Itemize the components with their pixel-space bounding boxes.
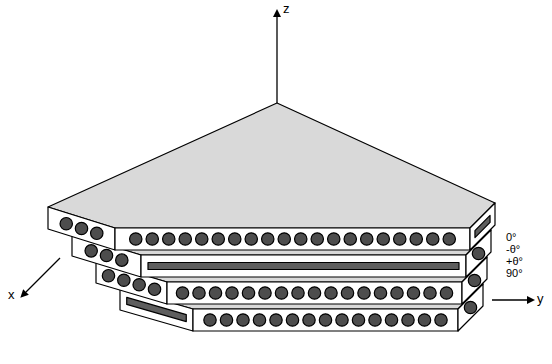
fiber-end bbox=[116, 254, 128, 266]
fiber-end bbox=[385, 314, 397, 326]
fiber-end bbox=[242, 287, 254, 299]
fiber-end bbox=[328, 233, 340, 245]
fiber-end bbox=[133, 279, 145, 291]
fiber-end bbox=[60, 218, 72, 230]
fiber-end bbox=[179, 233, 191, 245]
fiber-end bbox=[196, 233, 208, 245]
fiber-end bbox=[443, 233, 455, 245]
fiber-end bbox=[464, 301, 476, 313]
fiber-end bbox=[270, 314, 282, 326]
fiber-end bbox=[148, 283, 160, 295]
axis-label: y bbox=[537, 292, 544, 305]
fiber-end bbox=[75, 222, 87, 234]
ply-top-face bbox=[48, 103, 495, 228]
fiber-end bbox=[91, 227, 103, 239]
ply-front-face bbox=[193, 309, 458, 331]
fiber-end bbox=[303, 314, 315, 326]
fiber-end bbox=[319, 314, 331, 326]
arrow-head bbox=[527, 296, 535, 304]
ply-side-face bbox=[48, 207, 115, 250]
fiber-end bbox=[344, 233, 356, 245]
ply-angle-label: +θ° bbox=[506, 256, 523, 267]
fiber-end bbox=[245, 233, 257, 245]
fiber-end bbox=[308, 287, 320, 299]
z-axis bbox=[276, 17, 277, 103]
fiber-end bbox=[204, 314, 216, 326]
x-axis bbox=[26, 258, 60, 292]
fiber-end bbox=[377, 233, 389, 245]
fiber-end bbox=[262, 233, 274, 245]
axis-label: x bbox=[8, 288, 15, 301]
fiber-end bbox=[229, 233, 241, 245]
ply-angle-label: 0° bbox=[506, 232, 517, 243]
ply-angle-label: -θ° bbox=[506, 244, 520, 255]
fiber-end bbox=[193, 287, 205, 299]
fiber-end bbox=[286, 314, 298, 326]
fiber-end bbox=[424, 287, 436, 299]
fiber-end bbox=[278, 233, 290, 245]
fiber-end bbox=[341, 287, 353, 299]
axis-label: z bbox=[283, 2, 290, 15]
fiber-strip bbox=[148, 263, 459, 270]
arrow-head bbox=[20, 289, 28, 297]
fiber-end bbox=[325, 287, 337, 299]
fiber-end bbox=[336, 314, 348, 326]
fiber-end bbox=[440, 287, 452, 299]
fiber-end bbox=[391, 287, 403, 299]
fiber-end bbox=[100, 249, 112, 261]
fiber-end bbox=[118, 274, 130, 286]
fiber-end bbox=[311, 233, 323, 245]
fiber-end bbox=[237, 314, 249, 326]
fiber-end bbox=[259, 287, 271, 299]
fiber-end bbox=[358, 287, 370, 299]
fiber-end bbox=[220, 314, 232, 326]
fiber-strip bbox=[475, 215, 490, 237]
fiber-end bbox=[407, 287, 419, 299]
fiber-end bbox=[176, 287, 188, 299]
fiber-end bbox=[275, 287, 287, 299]
fiber-end bbox=[146, 233, 158, 245]
ply-side-face bbox=[470, 203, 495, 250]
fiber-end bbox=[361, 233, 373, 245]
ply-front-face bbox=[141, 255, 466, 277]
fiber-end bbox=[295, 233, 307, 245]
ply-front-face bbox=[115, 228, 470, 250]
fiber-end bbox=[102, 269, 114, 281]
fiber-end bbox=[394, 233, 406, 245]
fiber-end bbox=[209, 287, 221, 299]
ply-angle-label: 90° bbox=[506, 268, 523, 279]
y-axis bbox=[492, 299, 527, 300]
fiber-end bbox=[226, 287, 238, 299]
fiber-end bbox=[418, 314, 430, 326]
fiber-end bbox=[130, 233, 142, 245]
fiber-end bbox=[85, 245, 97, 257]
fiber-end bbox=[212, 233, 224, 245]
fiber-end bbox=[292, 287, 304, 299]
fiber-end bbox=[410, 233, 422, 245]
ply-front-face bbox=[167, 282, 462, 304]
arrow-head bbox=[273, 9, 281, 17]
fiber-end bbox=[163, 233, 175, 245]
fiber-end bbox=[472, 247, 484, 259]
fiber-end bbox=[352, 314, 364, 326]
fiber-end bbox=[402, 314, 414, 326]
fiber-end bbox=[427, 233, 439, 245]
fiber-end bbox=[253, 314, 265, 326]
fiber-end bbox=[374, 287, 386, 299]
fiber-end bbox=[468, 274, 480, 286]
fiber-end bbox=[369, 314, 381, 326]
fiber-end bbox=[435, 314, 447, 326]
